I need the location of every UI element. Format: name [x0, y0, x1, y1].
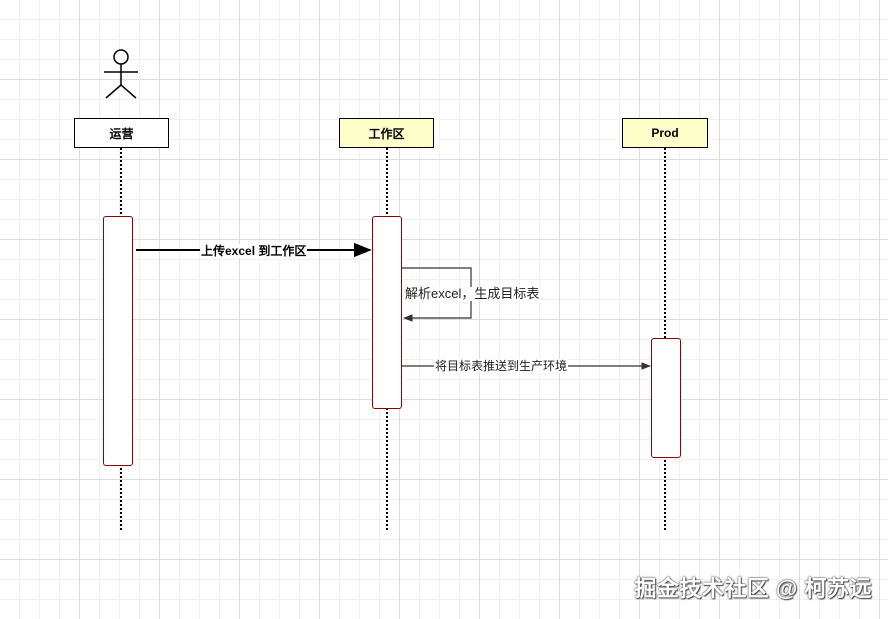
upload-message-label: 上传excel 到工作区: [200, 244, 308, 258]
ops-activation[interactable]: [103, 216, 133, 466]
push-message-label: 将目标表推送到生产环境: [434, 359, 569, 373]
participant-prod[interactable]: Prod: [622, 118, 708, 148]
prod-activation[interactable]: [651, 338, 681, 458]
participant-workspace[interactable]: 工作区: [339, 118, 434, 148]
actor-icon: [104, 49, 138, 99]
participant-ops[interactable]: 运营: [74, 118, 169, 148]
participant-ops-label: 运营: [109, 126, 134, 141]
workspace-activation[interactable]: [372, 216, 402, 409]
participant-workspace-label: 工作区: [368, 126, 405, 141]
participant-prod-label: Prod: [651, 126, 679, 140]
parse-message-label: 解析excel，生成目标表: [404, 286, 541, 301]
watermark: 掘金技术社区 @ 柯苏远: [634, 576, 872, 601]
